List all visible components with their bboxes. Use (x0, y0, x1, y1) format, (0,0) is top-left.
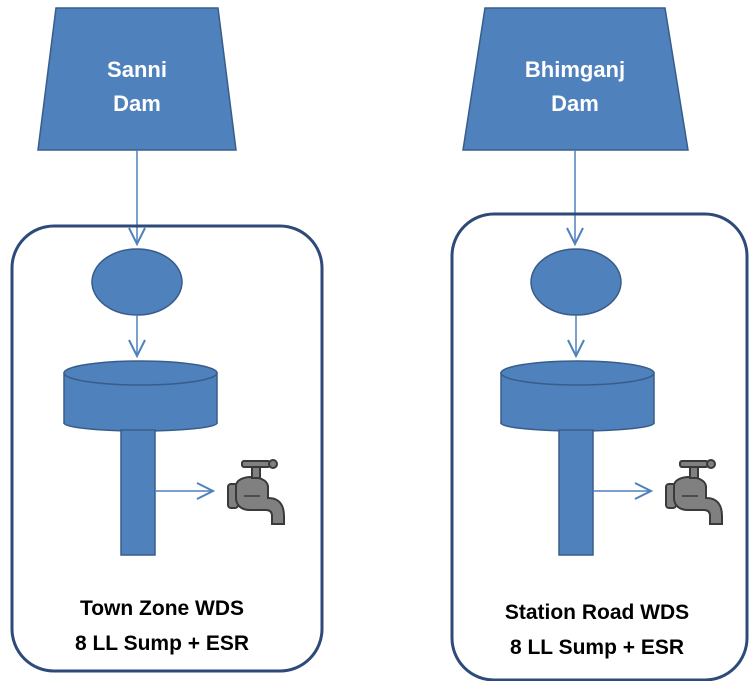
dam-2-label-line1: Bhimganj (525, 57, 625, 82)
zone-2-label-line2: 8 LL Sump + ESR (510, 636, 684, 659)
zone-2-label-line1: Station Road WDS (505, 601, 689, 624)
zone-2-frame (450, 212, 749, 681)
zone-1-label-line1: Town Zone WDS (80, 597, 244, 620)
water-tap-icon (665, 459, 723, 525)
zone-1-label-line2: 8 LL Sump + ESR (75, 632, 249, 655)
zone-1-frame (10, 224, 324, 673)
system-1: Sanni Dam Town Zone WDS 8 LL Sump + ESR (10, 7, 324, 673)
dam-1-shape (37, 7, 237, 151)
dam-1: Sanni Dam (37, 7, 237, 151)
dam-2-shape (462, 7, 689, 151)
dam-1-label-line1: Sanni (107, 57, 167, 82)
esr-column-1 (120, 429, 156, 556)
sump-1 (91, 248, 183, 316)
dam-2-label-line2: Dam (551, 91, 599, 116)
esr-column-2 (558, 429, 594, 556)
esr-tank-2 (500, 360, 655, 432)
sump-2 (530, 248, 622, 316)
dam-1-label-line2: Dam (113, 91, 161, 116)
water-tap-icon (227, 459, 285, 525)
system-2: Bhimganj Dam Station Road WDS 8 LL Sump … (450, 7, 749, 681)
esr-tank-1 (63, 360, 218, 432)
